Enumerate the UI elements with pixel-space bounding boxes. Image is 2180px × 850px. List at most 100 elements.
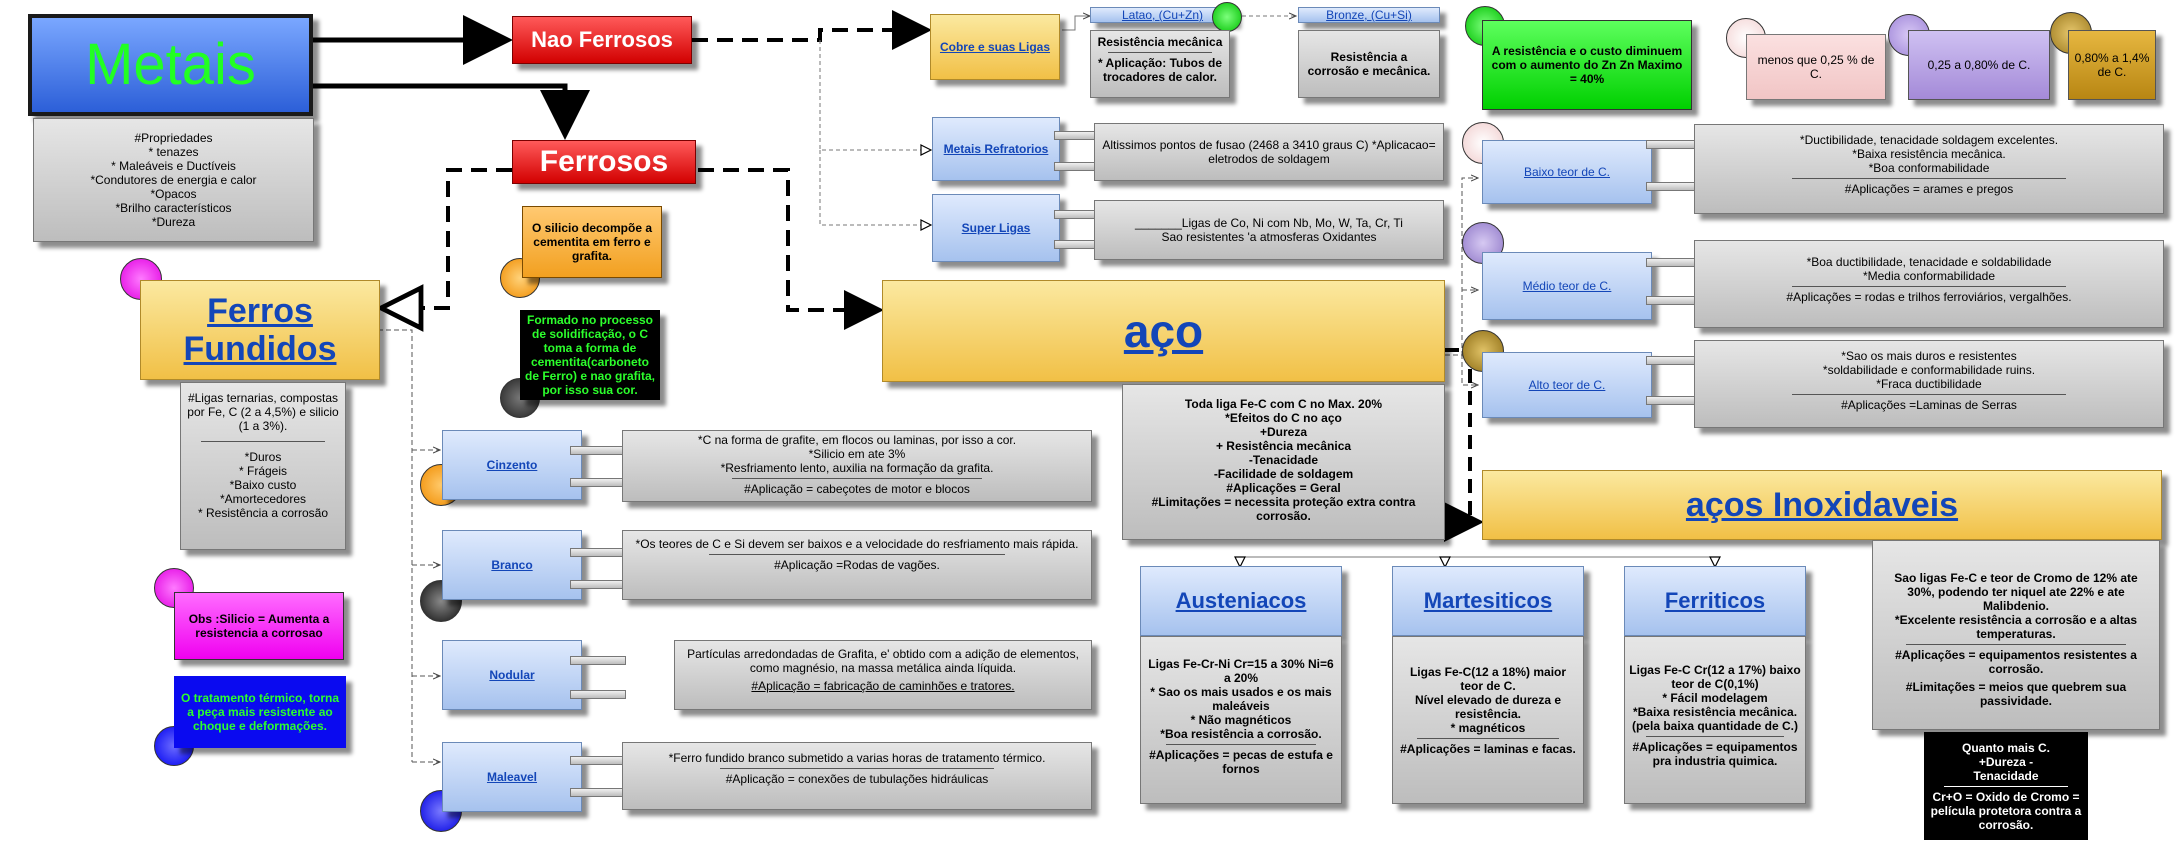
refratarios-label[interactable]: Metais Refratorios	[943, 142, 1049, 156]
medio-t2: *Media conformabilidade	[1862, 269, 1996, 283]
martesiticos-node[interactable]: Martesiticos	[1392, 566, 1584, 636]
alto-t4: #Aplicações =Laminas de Serras	[1841, 398, 2017, 412]
superligas-node[interactable]: Super Ligas	[932, 194, 1060, 262]
baixo-t2: *Baixa resistência mecânica.	[1852, 147, 2006, 161]
aust-t4: *Boa resistência a corrosão.	[1160, 727, 1322, 741]
aco-line: *Efeitos do C no aço	[1225, 411, 1342, 425]
latao-node[interactable]: Latao, (Cu+Zn)	[1090, 7, 1235, 23]
medio-label[interactable]: Médio teor de C.	[1522, 279, 1612, 293]
aco-node[interactable]: aço	[882, 280, 1445, 382]
alto-node[interactable]: Alto teor de C.	[1482, 352, 1652, 418]
cinzento-details: *C na forma de grafite, em flocos ou lam…	[622, 430, 1092, 502]
tab	[570, 580, 626, 589]
aco-line: -Facilidade de soldagem	[1213, 467, 1354, 481]
medio-node[interactable]: Médio teor de C.	[1482, 252, 1652, 320]
metais-node[interactable]: Metais	[28, 14, 313, 116]
ferros-fundidos-node[interactable]: Ferros Fundidos	[140, 280, 380, 380]
nao-ferrosos-node[interactable]: Nao Ferrosos	[512, 16, 692, 64]
latao-line1: Resistência mecânica	[1097, 35, 1223, 49]
aco-line: + Resistência mecânica	[1215, 439, 1352, 453]
aco-title[interactable]: aço	[1123, 305, 1204, 357]
bronze-node[interactable]: Bronze, (Cu+Si)	[1298, 7, 1440, 23]
formado-note: Formado no processo de solidificação, o …	[520, 310, 660, 400]
metais-props: #Propriedades * tenazes * Maleáveis e Du…	[33, 118, 314, 242]
ff-text1: #Ligas ternarias, compostas por Fe, C (2…	[187, 391, 339, 433]
ferrosos-node[interactable]: Ferrosos	[512, 140, 696, 184]
mart-t4: #Aplicações = laminas e facas.	[1400, 742, 1576, 756]
ferr-t4: #Aplicações = equipamentos pra industria…	[1632, 740, 1798, 768]
maleavel-label[interactable]: Maleavel	[486, 770, 538, 784]
nodular-label[interactable]: Nodular	[489, 668, 535, 682]
nodular-node[interactable]: Nodular	[442, 640, 582, 710]
medio-legend: 0,25 a 0,80% de C.	[1908, 30, 2050, 100]
silicio-note: O silicio decompõe a cementita em ferro …	[522, 206, 662, 278]
zn-note: A resistência e o custo diminuem com o a…	[1482, 20, 1692, 110]
superligas-text2: Sao resistentes 'a atmosferas Oxidantes	[1161, 230, 1377, 244]
cinzento-label[interactable]: Cinzento	[486, 458, 538, 472]
maleavel-t2: #Aplicação = conexões de tubulações hidr…	[725, 772, 989, 786]
ferr-t2: * Fácil modelagem	[1662, 691, 1768, 705]
aco-details: Toda liga Fe-C com C no Max. 20% *Efeito…	[1122, 384, 1445, 540]
tab	[570, 548, 626, 557]
refratarios-details: Altissimos pontos de fusao (2468 a 3410 …	[1094, 123, 1444, 181]
branco-node[interactable]: Branco	[442, 530, 582, 600]
superligas-text1: _______Ligas de Co, Ni com Nb, Mo, W, Ta…	[1135, 216, 1403, 230]
divider	[1165, 744, 1317, 745]
ferriticos-details: Ligas Fe-C Cr(12 a 17%) baixo teor de C(…	[1624, 636, 1806, 804]
latao-label[interactable]: Latao, (Cu+Zn)	[1121, 8, 1204, 22]
cinzento-node[interactable]: Cinzento	[442, 430, 582, 500]
divider	[1416, 738, 1560, 739]
divider	[708, 554, 1006, 555]
aco-line: -Tenacidade	[1248, 453, 1319, 467]
aco-line: Toda liga Fe-C com C no Max. 20%	[1184, 397, 1383, 411]
divider	[200, 441, 326, 442]
austeniacos-node[interactable]: Austeniacos	[1140, 566, 1342, 636]
bronze-label[interactable]: Bronze, (Cu+Si)	[1326, 8, 1412, 22]
baixo-node[interactable]: Baixo teor de C.	[1482, 140, 1652, 204]
mart-t3: * magnéticos	[1450, 721, 1526, 735]
cobre-label[interactable]: Cobre e suas Ligas	[939, 40, 1051, 54]
prop-line: *Brilho característicos	[115, 201, 232, 215]
ferros-fundidos-title[interactable]: Ferros Fundidos	[183, 292, 337, 368]
branco-t1: *Os teores de C e Si devem ser baixos e …	[635, 537, 1079, 551]
branco-label[interactable]: Branco	[491, 558, 533, 572]
inox-desc: Sao ligas Fe-C e teor de Cromo de 12% at…	[1872, 540, 2160, 730]
tab	[570, 446, 626, 455]
divider	[1792, 178, 2066, 179]
nodular-t2: #Aplicação = fabricação de caminhões e t…	[751, 679, 1015, 693]
ff-text2-line: * Frágeis	[238, 464, 288, 478]
baixo-label[interactable]: Baixo teor de C.	[1523, 165, 1611, 179]
maleavel-node[interactable]: Maleavel	[442, 742, 582, 812]
alto-label[interactable]: Alto teor de C.	[1528, 378, 1606, 392]
refratarios-node[interactable]: Metais Refratorios	[932, 117, 1060, 181]
nodular-details: Partículas arredondadas de Grafita, e' o…	[674, 640, 1092, 710]
tab	[570, 690, 626, 699]
cobre-node[interactable]: Cobre e suas Ligas	[930, 14, 1060, 80]
alto-t3: *Fraca ductibilidade	[1876, 377, 1982, 391]
latao-line2: * Aplicação: Tubos de trocadores de calo…	[1097, 56, 1223, 84]
ferriticos-node[interactable]: Ferriticos	[1624, 566, 1806, 636]
divider	[1792, 286, 2066, 287]
ferriticos-label[interactable]: Ferriticos	[1664, 588, 1766, 613]
prop-line: *Opacos	[150, 187, 197, 201]
tab	[570, 656, 626, 665]
medio-details: *Boa ductibilidade, tenacidade e soldabi…	[1694, 240, 2164, 328]
divider	[1906, 644, 2126, 645]
martesiticos-label[interactable]: Martesiticos	[1423, 588, 1553, 613]
crox-text: Cr+O = Oxido de Cromo = película proteto…	[1930, 789, 2082, 832]
austeniacos-label[interactable]: Austeniacos	[1175, 588, 1307, 613]
inox-title[interactable]: aços Inoxidaveis	[1685, 486, 1959, 524]
superligas-details: _______Ligas de Co, Ni com Nb, Mo, W, Ta…	[1094, 200, 1444, 260]
bronze-text: Resistência a corrosão e mecânica.	[1307, 50, 1431, 78]
ff-text2-line: *Amortecedores	[219, 492, 307, 506]
inox-node[interactable]: aços Inoxidaveis	[1482, 470, 2162, 540]
alto-legend-text: 0,80% a 1,4% de C.	[2074, 51, 2150, 79]
ff-text2-line: * Resistência a corrosão	[197, 506, 329, 520]
quanto-text: Quanto mais C. +Dureza -Tenacidade	[1961, 740, 2050, 783]
maleavel-t1: *Ferro fundido branco submetido a varias…	[668, 751, 1046, 765]
superligas-label[interactable]: Super Ligas	[961, 221, 1031, 235]
cinzento-t4: #Aplicação = cabeçotes de motor e blocos	[744, 482, 970, 496]
zn-note-text: A resistência e o custo diminuem com o a…	[1491, 44, 1683, 86]
divider	[720, 768, 994, 769]
ferros-fundidos-details: #Ligas ternarias, compostas por Fe, C (2…	[180, 382, 346, 550]
